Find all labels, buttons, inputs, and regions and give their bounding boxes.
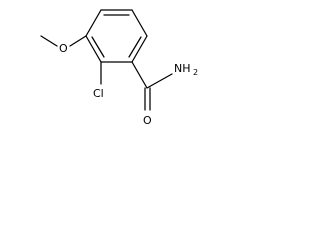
ring-bond-6 [85,9,102,37]
structure-canvas: O Cl O NH 2 [0,0,234,132]
amide-nh-label: NH [174,62,191,75]
ring-bond-3-inner [128,36,142,58]
molecule-structure: O Cl O NH 2 [40,9,198,127]
ring-bond-2 [131,9,148,37]
c-n-bond [146,73,173,89]
o-methyl-bond [40,35,58,47]
ring-bond-5-inner [91,36,105,58]
methoxy-oxygen-label: O [59,42,68,55]
c-o-methoxy-bond [69,35,87,47]
chlorine-label: Cl [93,87,104,100]
carbonyl-oxygen-label: O [143,114,152,127]
amide-h-subscript: 2 [193,68,198,77]
ring-bond-5 [85,35,102,63]
ring-bond-3 [131,35,148,63]
ring-carbonyl-bond [131,61,148,89]
